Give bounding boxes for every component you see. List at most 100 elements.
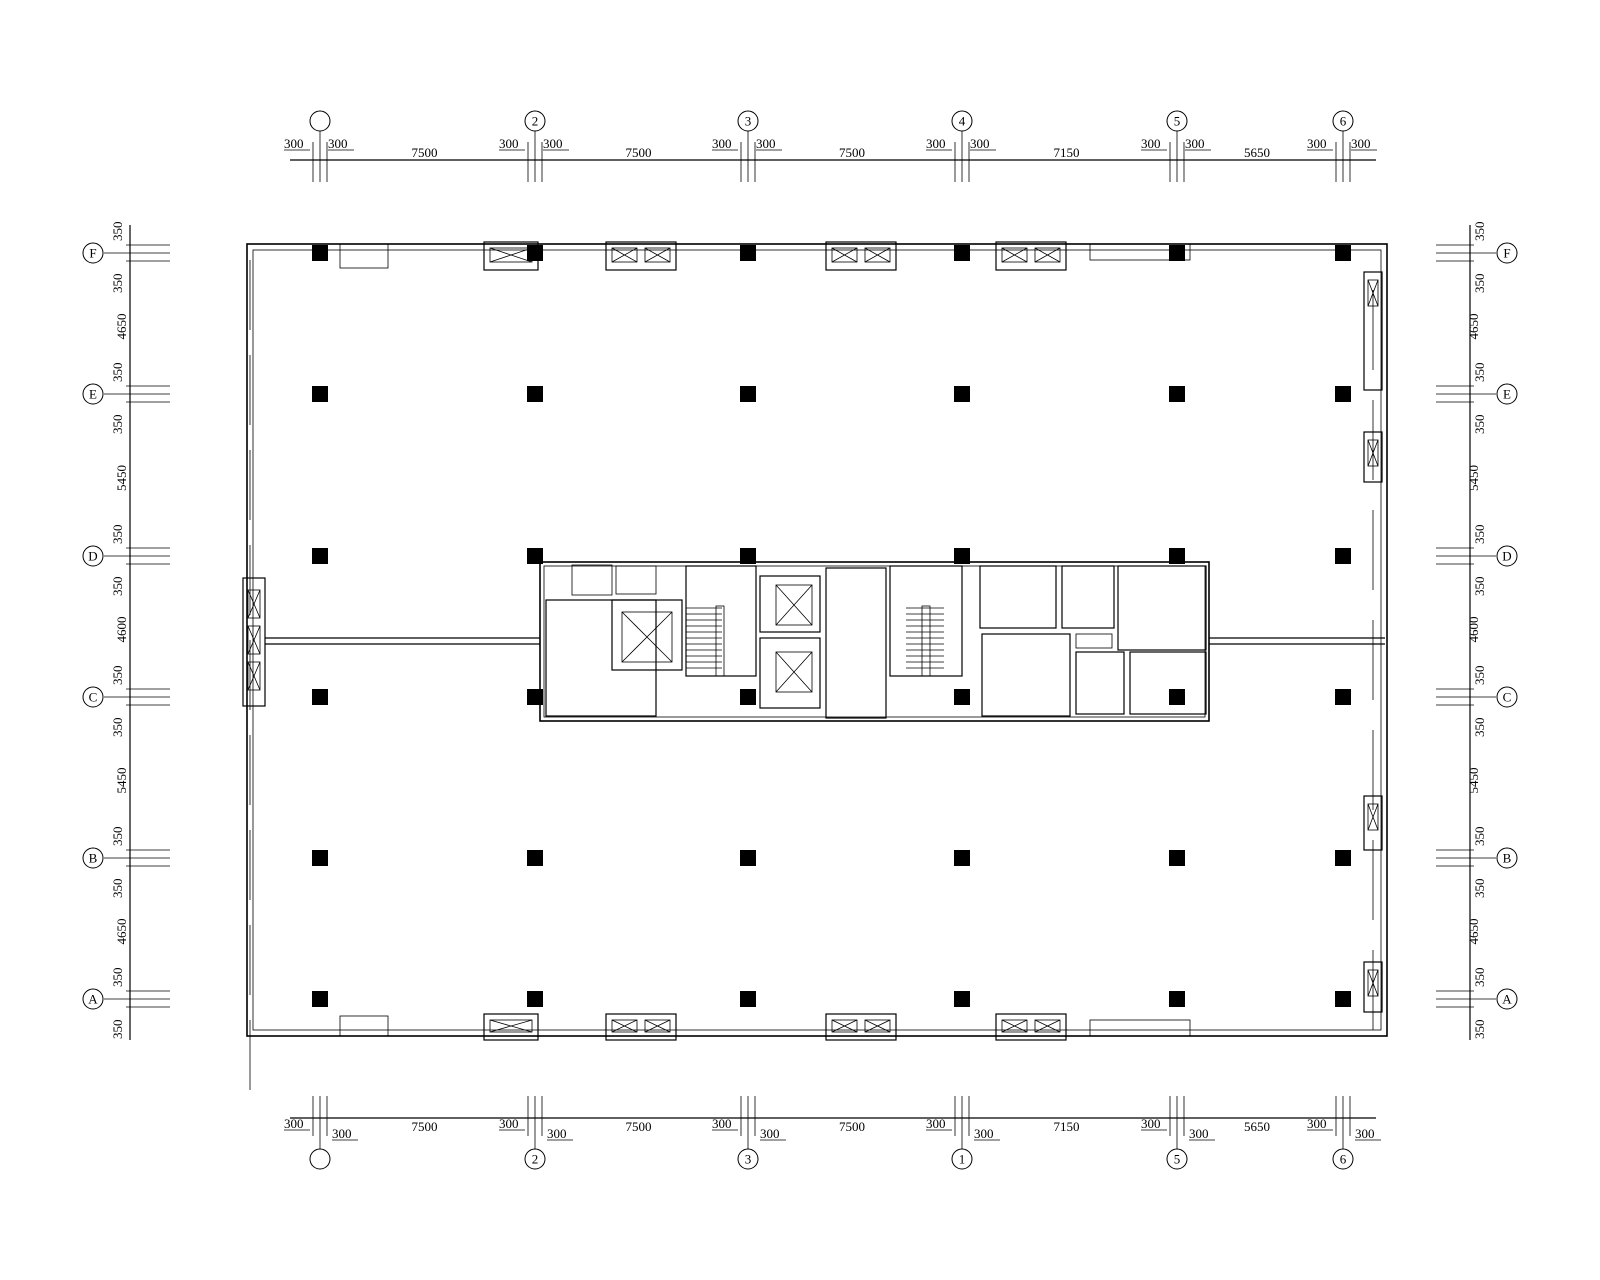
top-half-width-left: 300 [1307, 136, 1327, 151]
south-shaft-box-diag [1034, 1019, 1061, 1033]
exterior-wall-outer [246, 243, 1388, 1037]
core-room-east-3 [1117, 565, 1207, 651]
north-shaft-box [644, 247, 671, 263]
bottom-half-width-left: 300 [1141, 1116, 1161, 1131]
column [527, 548, 543, 564]
core-room-east-4 [981, 633, 1071, 717]
stair-handrail [921, 605, 931, 677]
east-shaft-niche-2 [1363, 431, 1383, 483]
core-fixture [1075, 633, 1113, 649]
north-shaft-recess-4 [995, 241, 1067, 271]
top-half-width-left: 300 [712, 136, 732, 151]
east-shaft-box [1367, 803, 1379, 831]
west-shaft-box-3-diag [247, 661, 261, 691]
right-half-depth-upper: 350 [1472, 968, 1487, 988]
column [1169, 548, 1185, 564]
north-shaft-box [1034, 247, 1061, 263]
right-span-1: 4650 [1466, 314, 1481, 340]
east-shaft-box [1367, 969, 1379, 997]
bottom-half-width-left: 300 [284, 1116, 304, 1131]
south-window-panel [339, 1015, 389, 1037]
left-grid-bubble-A [82, 988, 104, 1010]
west-shaft-box-1 [247, 589, 261, 619]
bottom-grid-label-2: 2 [532, 1152, 539, 1167]
left-grid-label-F: F [89, 246, 96, 261]
elevator-shaft-center-1 [759, 575, 821, 633]
east-shaft-box-diag [1367, 969, 1379, 997]
left-half-depth-lower: 350 [110, 718, 125, 738]
column [1169, 386, 1185, 402]
bottom-half-width-right: 300 [1355, 1126, 1375, 1141]
left-grid-label-C: C [89, 690, 98, 705]
bottom-span-3: 7500 [839, 1119, 865, 1134]
core-lobby [825, 567, 887, 719]
column [954, 548, 970, 564]
north-shaft-box-diag [831, 247, 858, 263]
bottom-span-1: 7500 [412, 1119, 438, 1134]
top-grid-label-3: 3 [745, 114, 752, 129]
column [527, 689, 543, 705]
column [740, 386, 756, 402]
column [527, 386, 543, 402]
right-half-depth-upper: 350 [1472, 525, 1487, 545]
south-shaft-box [864, 1019, 891, 1033]
south-shaft-recess-1 [483, 1013, 539, 1041]
right-half-depth-upper: 350 [1472, 666, 1487, 686]
bottom-half-width-right: 300 [974, 1126, 994, 1141]
west-shaft-box-2 [247, 625, 261, 655]
bottom-half-width-right: 300 [547, 1126, 567, 1141]
left-grid-label-D: D [88, 549, 97, 564]
north-shaft-box [831, 247, 858, 263]
column [740, 850, 756, 866]
bottom-span-4: 7150 [1054, 1119, 1080, 1134]
south-shaft-recess-3 [825, 1013, 897, 1041]
left-half-depth-upper: 350 [110, 363, 125, 383]
left-half-depth-lower: 350 [110, 274, 125, 294]
top-grid-label-2: 2 [532, 114, 539, 129]
column [1335, 548, 1351, 564]
column [740, 689, 756, 705]
south-shaft-box [831, 1019, 858, 1033]
right-grid-bubble-B [1496, 847, 1518, 869]
south-shaft-box-diag [644, 1019, 671, 1033]
column [954, 850, 970, 866]
elevator-shaft-west [611, 599, 683, 671]
north-shaft-box-diag [1034, 247, 1061, 263]
column [312, 386, 328, 402]
column [1169, 245, 1185, 261]
column [312, 548, 328, 564]
top-half-width-right: 300 [1185, 136, 1205, 151]
west-shaft-box-3 [247, 661, 261, 691]
south-shaft-recess-2 [605, 1013, 677, 1041]
bottom-grid-label-6: 6 [1340, 1152, 1347, 1167]
column [954, 689, 970, 705]
north-window-panel [1089, 243, 1191, 261]
top-grid-label-6: 6 [1340, 114, 1347, 129]
south-shaft-recess-4 [995, 1013, 1067, 1041]
north-shaft-recess-2 [605, 241, 677, 271]
bottom-grid-label-4: 1 [959, 1152, 966, 1167]
exterior-wall-inner [252, 249, 1382, 1031]
stair-handrail [715, 605, 725, 677]
left-grid-bubble-D [82, 545, 104, 567]
east-shaft-niche-4 [1363, 961, 1383, 1013]
bottom-grid-label-3: 3 [745, 1152, 752, 1167]
left-grid-label-A: A [88, 992, 98, 1007]
right-half-depth-upper: 350 [1472, 363, 1487, 383]
bottom-grid-bubble-3 [737, 1148, 759, 1170]
left-half-depth-lower: 350 [110, 1020, 125, 1040]
elevator-car-center-1 [775, 584, 813, 626]
left-span-2: 5450 [114, 465, 129, 491]
bottom-grid-bubble-5 [1166, 1148, 1188, 1170]
core-room-east-6 [1129, 651, 1207, 715]
column [1335, 689, 1351, 705]
column [527, 245, 543, 261]
north-shaft-box-diag [864, 247, 891, 263]
right-half-depth-upper: 350 [1472, 222, 1487, 242]
top-half-width-left: 300 [926, 136, 946, 151]
column [1335, 850, 1351, 866]
left-grid-label-B: B [89, 851, 98, 866]
core-closet [571, 564, 613, 596]
right-grid-label-A: A [1502, 992, 1512, 1007]
bottom-half-width-left: 300 [1307, 1116, 1327, 1131]
